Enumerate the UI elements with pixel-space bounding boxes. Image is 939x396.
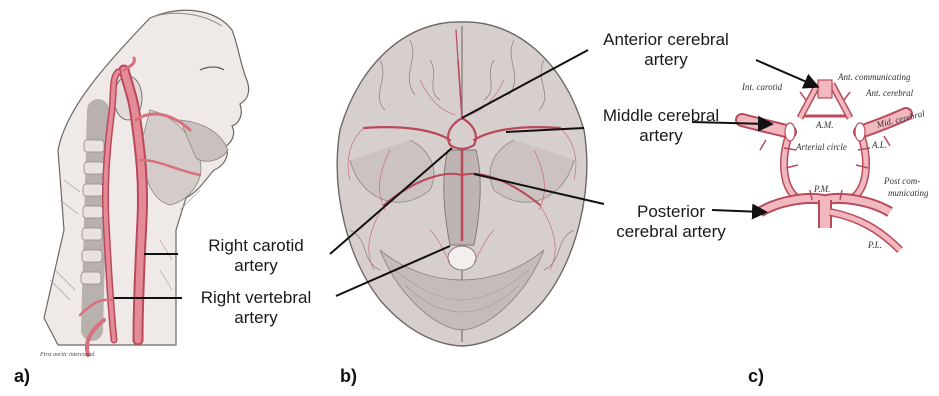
panel-label-c: c) bbox=[748, 366, 764, 387]
first-aortic-intercostal-caption: First aortic intercostal bbox=[40, 352, 94, 358]
posterior-cerebral-label-line2: cerebral artery bbox=[596, 222, 746, 242]
pl-label: P.L. bbox=[868, 240, 882, 250]
arterial-circle-label: Arterial circle bbox=[796, 142, 847, 152]
int-carotid-label: Int. carotid bbox=[742, 82, 782, 92]
am-label: A.M. bbox=[816, 120, 834, 130]
panel-label-b: b) bbox=[340, 366, 357, 387]
right-vertebral-label-line1: Right vertebral bbox=[176, 288, 336, 308]
post-communicating-label-line1: Post com- bbox=[884, 176, 920, 186]
al-label: A.L. bbox=[872, 140, 887, 150]
posterior-cerebral-label: Posterior cerebral artery bbox=[596, 202, 746, 242]
right-carotid-label-line2: artery bbox=[186, 256, 326, 276]
right-carotid-label: Right carotid artery bbox=[186, 236, 326, 276]
panel-label-a: a) bbox=[14, 366, 30, 387]
middle-cerebral-label-line1: Middle cerebral bbox=[576, 106, 746, 126]
middle-cerebral-label-line2: artery bbox=[576, 126, 746, 146]
ant-communicating-label: Ant. communicating bbox=[838, 72, 911, 82]
anterior-cerebral-label-line2: artery bbox=[576, 50, 756, 70]
anterior-cerebral-label: Anterior cerebral artery bbox=[576, 30, 756, 70]
ant-cerebral-label: Ant. cerebral bbox=[866, 88, 913, 98]
pm-label: P.M. bbox=[814, 184, 830, 194]
posterior-cerebral-label-line1: Posterior bbox=[596, 202, 746, 222]
right-vertebral-label: Right vertebral artery bbox=[176, 288, 336, 328]
right-vertebral-label-line2: artery bbox=[176, 308, 336, 328]
anterior-cerebral-label-line1: Anterior cerebral bbox=[576, 30, 756, 50]
right-carotid-label-line1: Right carotid bbox=[186, 236, 326, 256]
post-communicating-label-line2: municating bbox=[888, 188, 929, 198]
middle-cerebral-label: Middle cerebral artery bbox=[576, 106, 746, 146]
circle-of-willis-diagram bbox=[742, 80, 906, 250]
